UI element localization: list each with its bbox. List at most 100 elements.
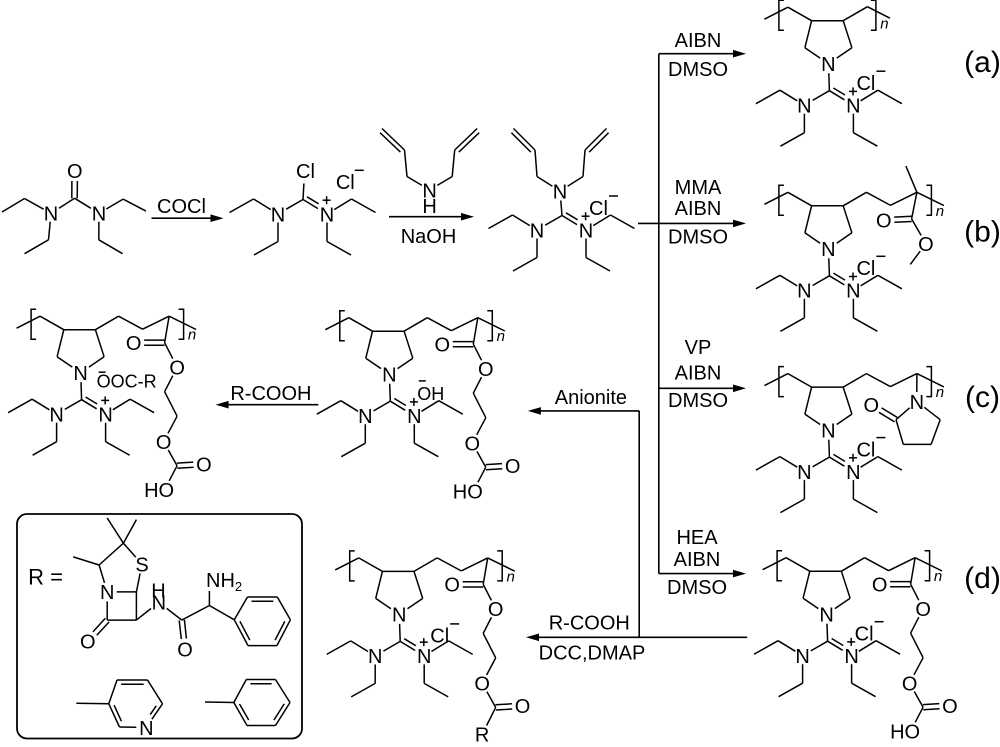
svg-text:n: n: [188, 327, 196, 344]
svg-text:N: N: [417, 646, 431, 668]
svg-text:N: N: [44, 204, 58, 226]
svg-text:HO: HO: [144, 480, 174, 502]
svg-text:O: O: [864, 395, 880, 417]
svg-text:R-COOH: R-COOH: [230, 383, 311, 405]
svg-text:HO: HO: [890, 722, 920, 744]
svg-text:Anionite: Anionite: [555, 387, 627, 409]
svg-text:DCC,DMAP: DCC,DMAP: [539, 642, 646, 664]
svg-text:N: N: [795, 646, 809, 668]
svg-text:R: R: [475, 725, 489, 747]
svg-text:AIBN: AIBN: [674, 549, 721, 571]
svg-text:MMA: MMA: [675, 177, 722, 199]
svg-text:O: O: [80, 632, 96, 654]
svg-text:O: O: [872, 575, 888, 597]
svg-text:OH: OH: [417, 384, 444, 404]
svg-text:N: N: [846, 462, 860, 484]
svg-text:Cl: Cl: [856, 73, 875, 95]
svg-text:N: N: [821, 54, 835, 76]
svg-text:N: N: [100, 582, 114, 604]
svg-text:N: N: [368, 646, 382, 668]
svg-text:Cl: Cl: [589, 198, 608, 220]
svg-text:O: O: [435, 335, 451, 357]
svg-text:N: N: [844, 646, 858, 668]
svg-text:O: O: [918, 234, 934, 256]
svg-text:N: N: [92, 204, 106, 226]
svg-text:N: N: [320, 204, 334, 226]
svg-text:DMSO: DMSO: [668, 390, 728, 412]
svg-text:DMSO: DMSO: [668, 59, 728, 81]
svg-text:H: H: [151, 581, 165, 603]
svg-text:Cl: Cl: [856, 439, 875, 461]
svg-text:N: N: [821, 239, 835, 261]
svg-text:VP: VP: [685, 337, 712, 359]
svg-text:HO: HO: [453, 482, 483, 504]
svg-text:NH2: NH2: [206, 570, 242, 594]
svg-text:Cl: Cl: [856, 258, 875, 280]
svg-text:H: H: [422, 196, 436, 218]
svg-text:N: N: [49, 405, 63, 427]
svg-text:N: N: [382, 365, 396, 387]
svg-text:R =: R =: [28, 564, 63, 589]
svg-text:Cl: Cl: [430, 626, 449, 648]
svg-text:Cl: Cl: [855, 624, 874, 646]
svg-text:Cl: Cl: [336, 172, 355, 194]
svg-text:Cl: Cl: [296, 161, 315, 183]
svg-text:n: n: [507, 568, 515, 585]
svg-text:COCl: COCl: [157, 196, 206, 218]
svg-text:(a): (a): [964, 46, 1000, 79]
svg-text:O: O: [465, 434, 481, 456]
svg-text:O: O: [876, 211, 892, 233]
svg-text:O: O: [488, 599, 504, 621]
svg-text:N: N: [530, 220, 544, 242]
svg-text:DMSO: DMSO: [668, 227, 728, 249]
svg-text:O: O: [169, 358, 185, 380]
svg-text:N: N: [98, 405, 112, 427]
svg-text:n: n: [936, 384, 944, 401]
svg-text:O: O: [177, 640, 193, 662]
svg-text:O: O: [505, 456, 521, 478]
svg-text:NaOH: NaOH: [401, 226, 457, 248]
svg-text:N: N: [358, 406, 372, 428]
svg-text:DMSO: DMSO: [667, 577, 727, 599]
svg-text:N: N: [271, 204, 285, 226]
svg-text:O: O: [474, 674, 490, 696]
svg-text:O: O: [902, 674, 918, 696]
svg-text:n: n: [934, 568, 942, 585]
svg-text:(d): (d): [964, 562, 1000, 595]
svg-text:N: N: [422, 180, 436, 202]
svg-text:AIBN: AIBN: [675, 363, 722, 385]
svg-text:S: S: [135, 555, 148, 577]
svg-text:N: N: [797, 281, 811, 303]
svg-text:N: N: [392, 605, 406, 627]
svg-text:O: O: [156, 432, 172, 454]
svg-text:N: N: [139, 718, 153, 740]
svg-text:O: O: [478, 359, 494, 381]
svg-text:N: N: [797, 96, 811, 118]
svg-text:O: O: [67, 161, 83, 183]
svg-text:n: n: [880, 16, 888, 33]
svg-text:O: O: [915, 599, 931, 621]
svg-text:(b): (b): [964, 215, 1000, 248]
svg-text:HEA: HEA: [676, 527, 718, 549]
svg-text:AIBN: AIBN: [675, 30, 722, 52]
svg-text:N: N: [821, 420, 835, 442]
svg-text:O: O: [126, 333, 142, 355]
svg-text:N: N: [553, 181, 567, 203]
svg-text:N: N: [152, 593, 166, 615]
svg-text:N: N: [819, 605, 833, 627]
svg-text:N: N: [846, 281, 860, 303]
svg-text:N: N: [846, 96, 860, 118]
svg-text:O: O: [444, 575, 460, 597]
svg-text:N: N: [910, 392, 924, 414]
svg-text:(c): (c): [965, 381, 1000, 414]
svg-text:R-COOH: R-COOH: [549, 613, 630, 635]
svg-text:N: N: [797, 462, 811, 484]
svg-text:n: n: [936, 203, 944, 220]
svg-text:N: N: [407, 406, 421, 428]
svg-text:O: O: [942, 696, 958, 718]
svg-text:O: O: [196, 454, 212, 476]
svg-text:N: N: [73, 363, 87, 385]
svg-text:n: n: [497, 328, 505, 345]
svg-text:OOC-R: OOC-R: [97, 371, 157, 391]
svg-text:O: O: [515, 696, 531, 718]
